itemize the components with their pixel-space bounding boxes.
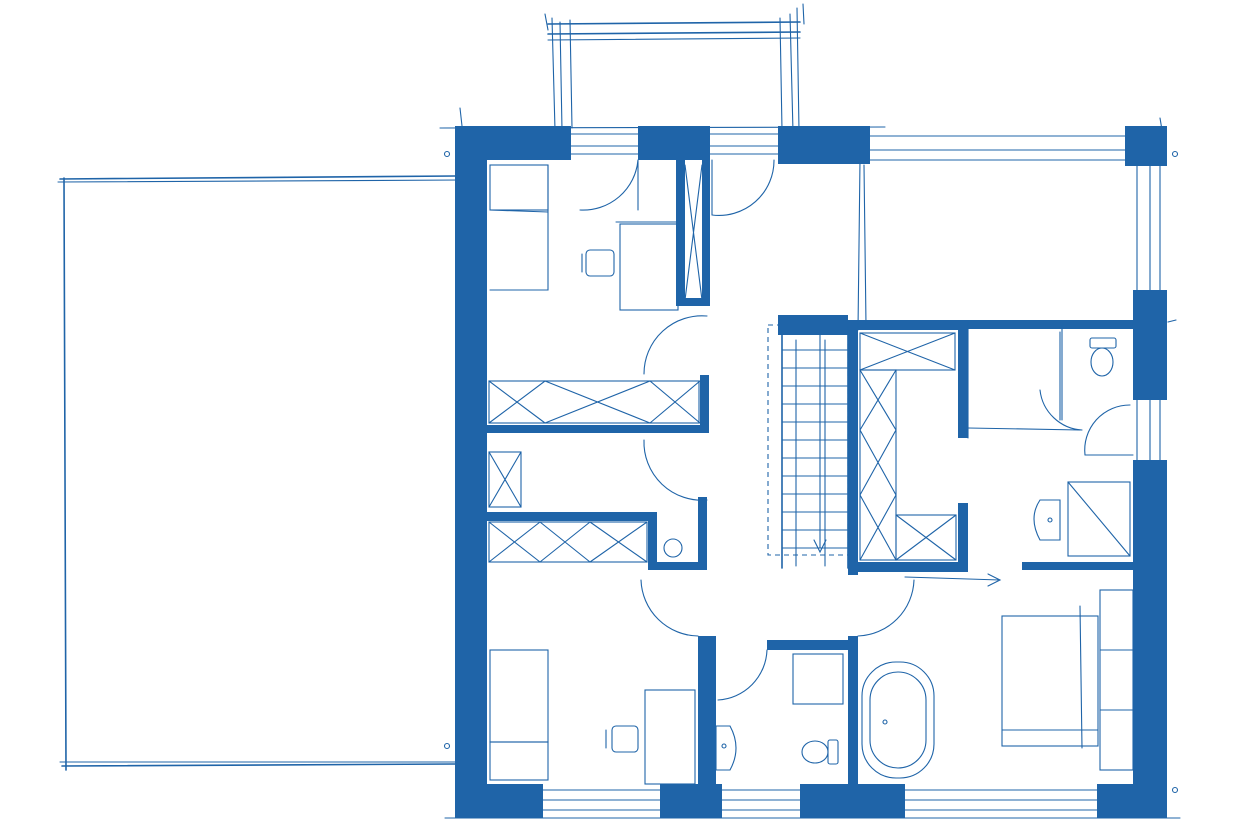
walk-in-closet — [859, 332, 1002, 587]
staircase — [767, 324, 849, 569]
toilet-icon — [1089, 337, 1117, 377]
wardrobe-icon — [1099, 589, 1134, 771]
door-swing-icon — [579, 159, 639, 211]
sink-icon — [1033, 499, 1061, 541]
bed-icon — [1001, 605, 1099, 749]
chair-icon — [581, 249, 615, 277]
door-swing-icon — [711, 159, 775, 216]
shower-icon — [792, 653, 844, 705]
carport-outline — [57, 175, 461, 771]
ensuite-bathroom — [967, 331, 1134, 557]
toilet-icon — [801, 739, 839, 765]
sink-icon — [715, 725, 737, 771]
bathtub-icon — [861, 661, 935, 779]
bedroom-bottom-left — [489, 649, 696, 785]
toilet-icon — [663, 538, 683, 558]
master-bedroom — [1001, 589, 1134, 771]
exterior-walls — [455, 126, 1167, 818]
door-swing-icon — [1039, 389, 1134, 456]
door-swing-icon — [640, 315, 915, 701]
chair-icon — [605, 725, 639, 753]
interior-walls — [487, 160, 1136, 786]
wardrobe-icon — [684, 159, 775, 301]
balcony — [547, 7, 801, 133]
sketch-overshoots — [459, 3, 1177, 439]
wardrobe-icon — [488, 380, 701, 563]
main-bathroom — [715, 653, 935, 779]
windows — [439, 126, 1181, 819]
shower-icon — [1067, 481, 1131, 557]
bedroom-top-left — [489, 159, 681, 311]
